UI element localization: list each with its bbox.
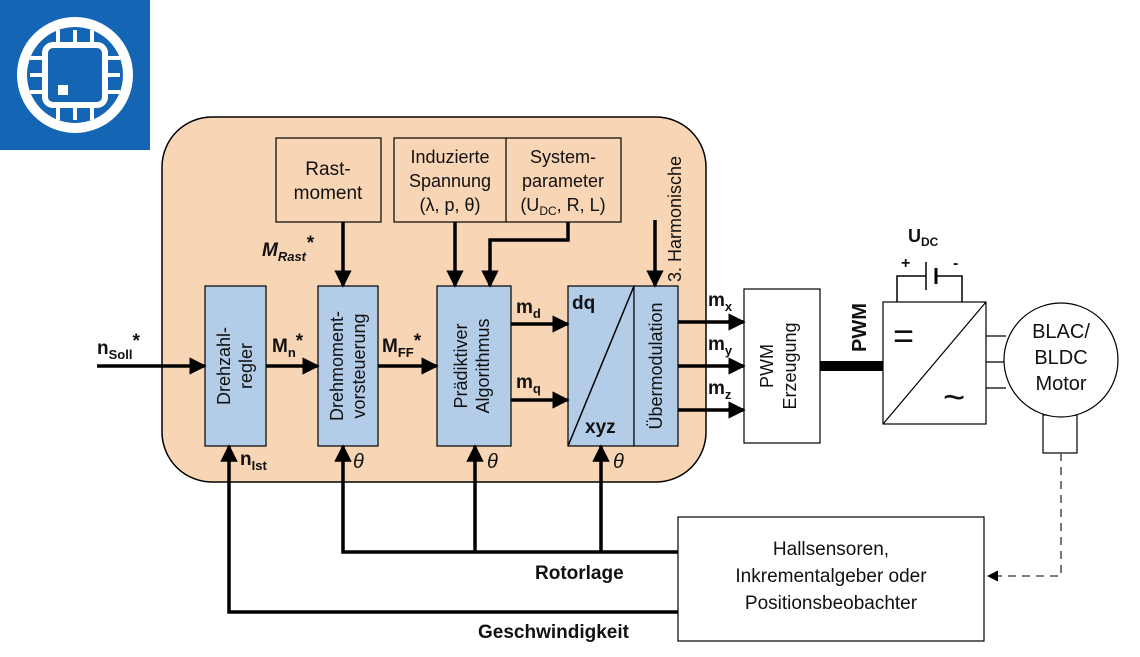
harmonische-label: 3. Harmonische xyxy=(665,156,685,282)
ac-symbol: ~ xyxy=(943,377,965,419)
vorsteuerung-line2: vorsteuerung xyxy=(349,313,369,418)
induzierte-line2: Spannung xyxy=(409,171,491,191)
pwm-erzeugung-line1: PWM xyxy=(757,344,777,388)
theta-label-algorithmus: θ xyxy=(487,451,498,473)
pwm-erzeugung-block: PWM Erzeugung xyxy=(743,288,821,444)
algorithmus-block: Prädiktiver Algorithmus xyxy=(436,285,512,447)
systemparameter-line1: System- xyxy=(530,147,596,167)
n-soll-label: nSoll* xyxy=(97,331,140,362)
m-q-label: mq xyxy=(516,372,541,396)
geschwindigkeit-label: Geschwindigkeit xyxy=(478,622,630,643)
encoder-dashed-line xyxy=(986,453,1062,582)
signal-arrows xyxy=(97,220,746,614)
motor-shaft-sensor xyxy=(1042,414,1078,454)
rastmoment-line2: moment xyxy=(294,183,363,204)
m-d-label: md xyxy=(516,297,541,321)
dq-xyz-transform-block: dq xyz xyxy=(567,285,635,447)
rotorlage-label: Rotorlage xyxy=(535,563,624,584)
drehzahlregler-line1: Drehzahl- xyxy=(214,327,234,405)
rastmoment-box: Rast- moment xyxy=(275,137,382,223)
uebermodulation-label: Übermodulation xyxy=(646,302,666,429)
dq-label: dq xyxy=(572,293,595,314)
uebermodulation-block: Übermodulation xyxy=(633,285,679,447)
u-dc-label: UDC xyxy=(908,226,939,249)
algorithmus-line1: Prädiktiver xyxy=(451,323,471,408)
sensor-line1: Hallsensoren, xyxy=(773,539,889,560)
m-rast-label: MRast* xyxy=(262,233,315,264)
logo-chip-dot xyxy=(58,85,68,95)
rotorlage-feedback-vorsteuerung xyxy=(334,444,678,554)
m-n-label: Mn* xyxy=(272,331,304,360)
sensor-line2: Inkrementalgeber oder xyxy=(735,566,927,587)
theta-label-transform: θ xyxy=(613,451,624,473)
vorsteuerung-line1: Drehmoment- xyxy=(327,311,347,421)
motor-line3: Motor xyxy=(1035,373,1086,395)
sensor-box: Hallsensoren, Inkrementalgeber oder Posi… xyxy=(677,516,985,642)
induzierte-line1: Induzierte xyxy=(410,147,489,167)
parameter-box: Induzierte Spannung (λ, p, θ) System- pa… xyxy=(393,137,622,223)
chip-refresh-icon xyxy=(17,17,133,133)
motor-line1: BLAC/ xyxy=(1032,321,1090,343)
geschwindigkeit-feedback xyxy=(220,444,678,614)
systemparameter-line3: (UDC, R, L) xyxy=(520,195,605,218)
theta-label-vorsteuerung: θ xyxy=(353,451,364,473)
logo xyxy=(0,0,150,150)
m-z-label: mz xyxy=(708,378,732,402)
plus-label: + xyxy=(901,255,910,272)
vorsteuerung-block: Drehmoment- vorsteuerung xyxy=(317,285,379,447)
systemparameter-arrow xyxy=(481,222,570,288)
drehzahlregler-block: Drehzahl- regler xyxy=(204,285,267,447)
motor-circle xyxy=(1003,302,1119,418)
m-y-label: my xyxy=(708,334,733,358)
inverter-block: = ~ xyxy=(882,301,987,425)
m-x-label: mx xyxy=(708,290,733,314)
n-ist-label: nIst xyxy=(240,449,267,473)
motor: BLAC/ BLDC Motor xyxy=(1003,302,1119,454)
dc-source xyxy=(896,262,963,302)
pwm-label: PWM xyxy=(849,303,871,352)
systemparameter-line2: parameter xyxy=(522,171,604,191)
rastmoment-line1: Rast- xyxy=(305,159,350,180)
minus-label: - xyxy=(953,255,958,272)
dc-symbol: = xyxy=(893,315,914,356)
sensor-line3: Positionsbeobachter xyxy=(745,593,918,614)
motor-phase-lines xyxy=(986,335,1006,389)
pwm-erzeugung-line2: Erzeugung xyxy=(780,322,800,409)
motor-line2: BLDC xyxy=(1034,347,1087,369)
drehzahlregler-line2: regler xyxy=(236,343,256,389)
induzierte-line3: (λ, p, θ) xyxy=(419,195,480,215)
m-ff-label: MFF* xyxy=(382,331,422,360)
algorithmus-line2: Algorithmus xyxy=(473,318,493,413)
xyz-label: xyz xyxy=(585,417,616,438)
